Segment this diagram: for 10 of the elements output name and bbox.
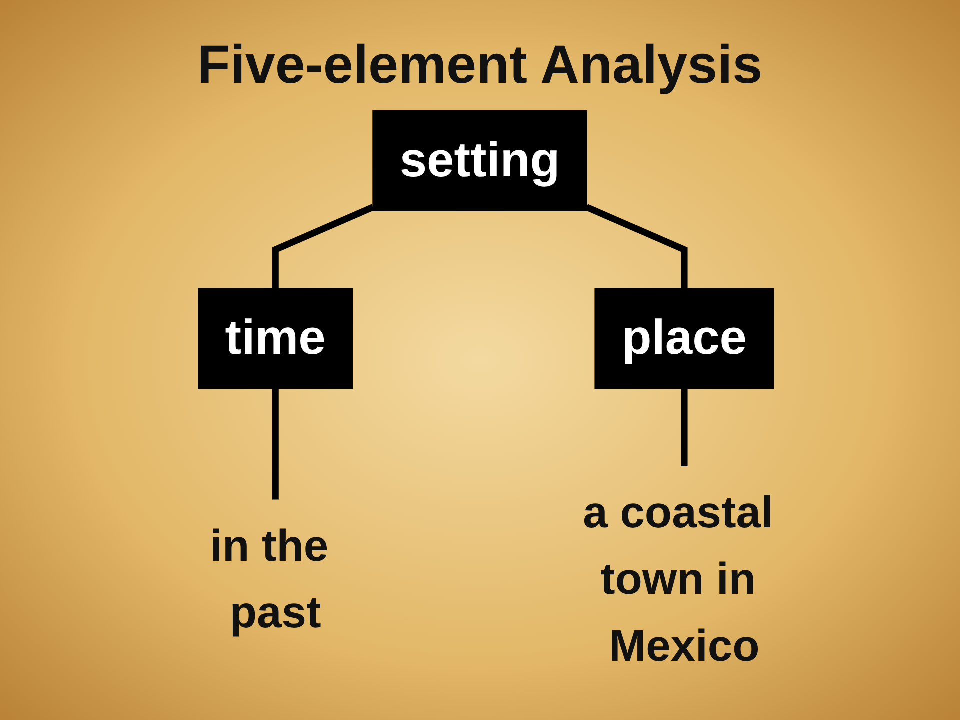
- node-box: place: [594, 288, 774, 390]
- connector: [681, 388, 688, 466]
- node-text: in the past: [210, 522, 329, 638]
- title: Five-element Analysis: [196, 34, 764, 96]
- connector: [272, 388, 279, 500]
- node-box: time: [198, 288, 354, 390]
- node-text: a coastal town in Mexico: [583, 488, 774, 671]
- connector: [585, 204, 688, 289]
- node-box: setting: [372, 110, 588, 212]
- connector: [272, 204, 375, 289]
